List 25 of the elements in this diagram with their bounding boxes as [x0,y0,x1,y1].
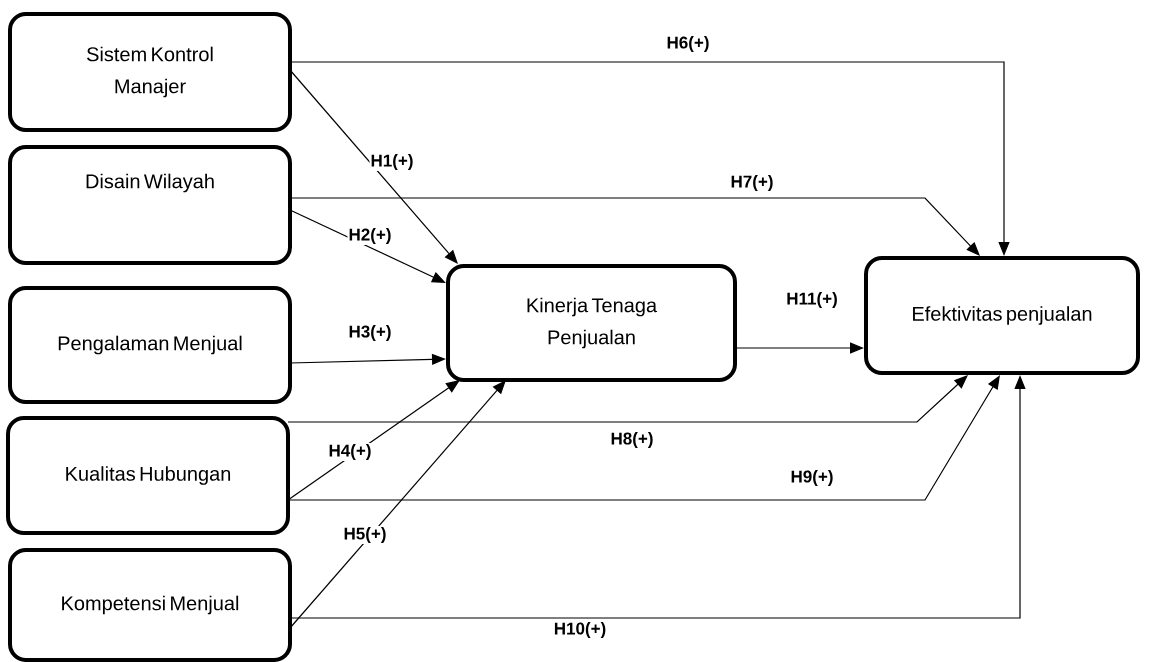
edge-label: H8(+) [609,431,655,449]
variable-box: Kompetensi Menjual [8,548,292,662]
edge-label: H10(+) [552,621,608,639]
edge-label: H7(+) [729,174,775,192]
variable-box: Kualitas Hubungan [6,416,290,535]
variable-box: Sistem Kontrol Manajer [8,12,292,132]
variable-box: Kinerja Tenaga Penjualan [446,264,737,382]
arrow [289,69,458,264]
arrow [289,380,506,629]
edge-label: H5(+) [342,526,388,544]
variable-box: Efektivitas penjualan [864,256,1140,375]
edge-label: H1(+) [369,153,415,171]
edge-label: H11(+) [785,291,839,309]
edge-label: H9(+) [789,469,835,487]
arrow [287,375,1000,501]
arrow [289,197,980,256]
edge-label: H3(+) [347,324,393,342]
variable-box: Disain Wilayah [8,145,292,265]
arrow [289,209,446,283]
arrow [287,375,968,423]
edge-label: H4(+) [327,443,373,461]
arrow [287,380,460,501]
edge-label: H6(+) [665,35,711,53]
variable-box: Pengalaman Menjual [8,286,292,404]
edge-label: H2(+) [347,227,393,245]
